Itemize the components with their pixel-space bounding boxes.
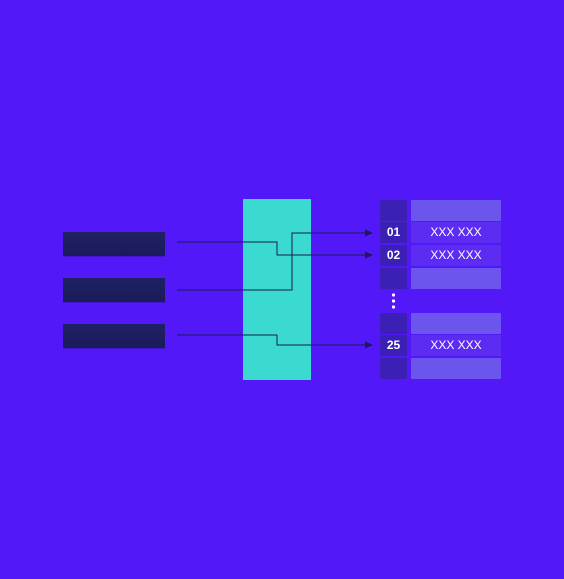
bucket-index-01: 01 [380,222,407,243]
bucket-index-25: 25 [380,335,407,356]
bucket-value-cell [411,200,501,221]
bucket-index-cell [380,358,407,379]
bucket-value-cell [411,313,501,334]
hash-function-block [243,199,311,380]
ellipsis-icon [391,293,396,309]
bucket-value-02: XXX XXX [411,245,501,266]
bucket-value-cell [411,358,501,379]
bucket-index-cell [380,200,407,221]
key-bar-3 [63,324,165,348]
bucket-value-01: XXX XXX [411,222,501,243]
key-bar-2 [63,278,165,302]
bucket-value-cell [411,268,501,289]
bucket-index-02: 02 [380,245,407,266]
bucket-index-cell [380,313,407,334]
bucket-value-25: XXX XXX [411,335,501,356]
key-bar-1 [63,232,165,256]
bucket-index-cell [380,268,407,289]
